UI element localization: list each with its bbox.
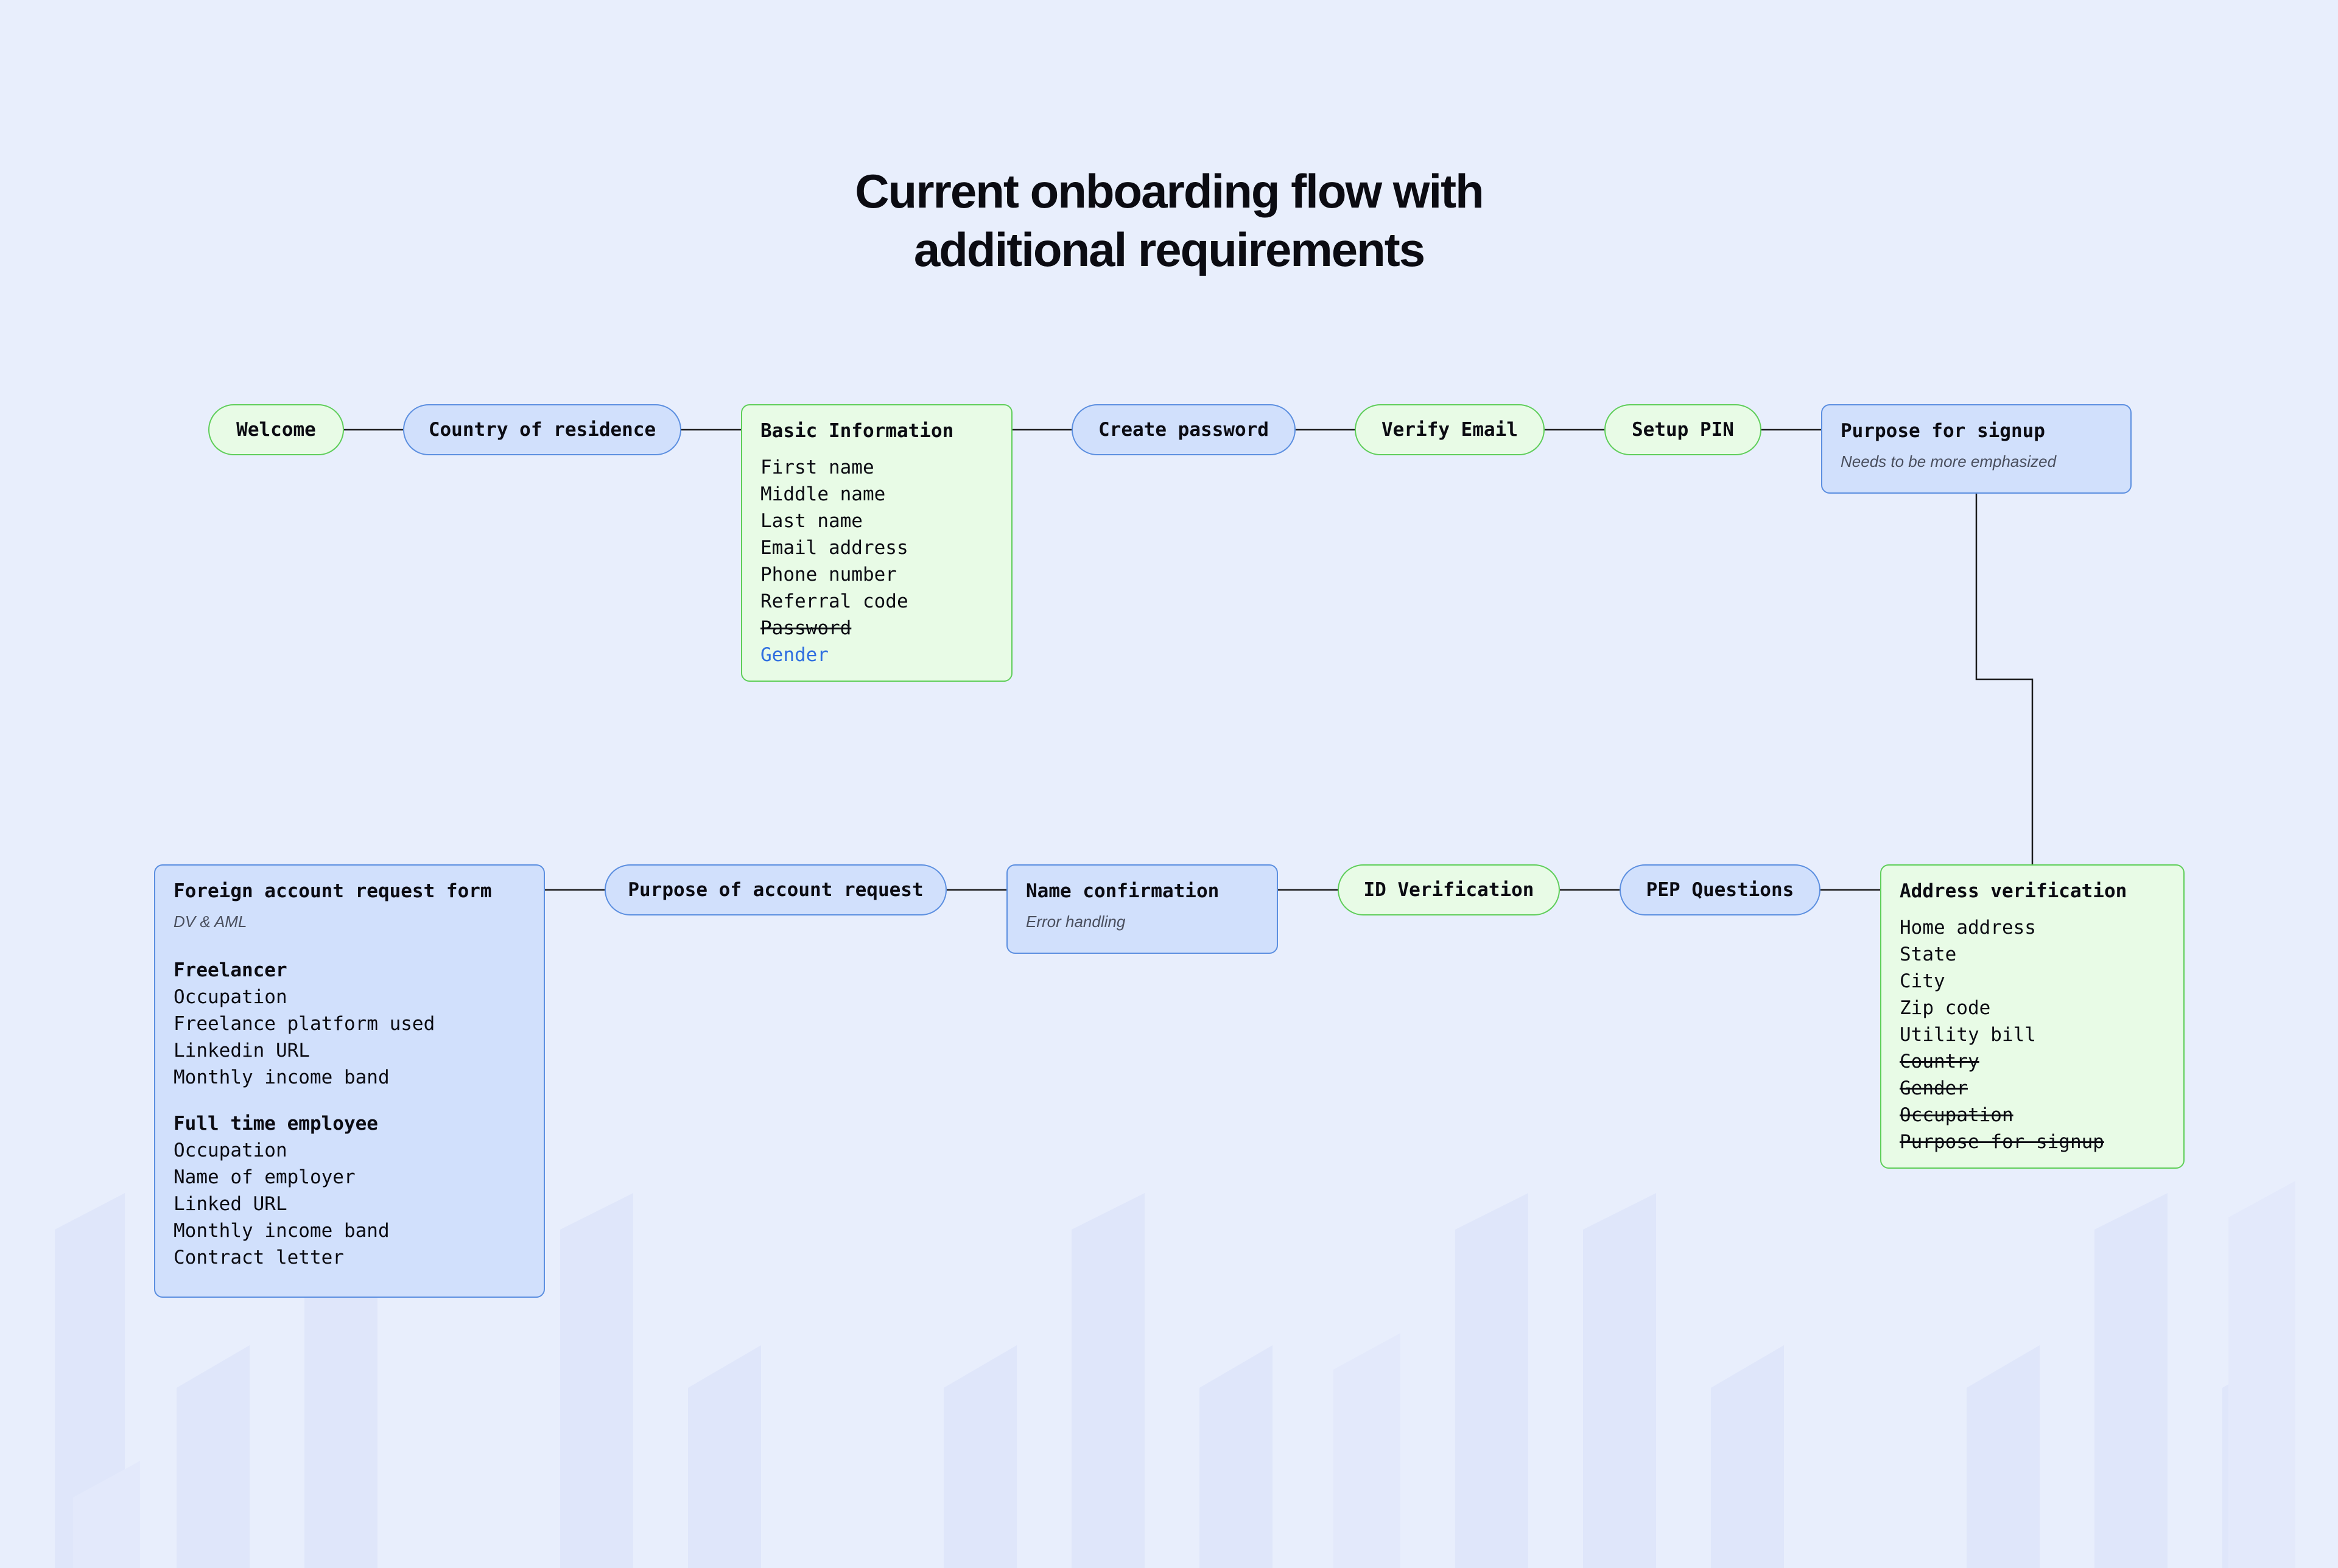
address-item: State <box>1900 943 1957 965</box>
address-verification-title: Address verification <box>1900 880 2127 902</box>
node-pep-questions-label: PEP Questions <box>1646 879 1794 901</box>
basic-info-item: Referral code <box>760 590 908 612</box>
node-foreign-account-request-form[interactable]: Foreign account request form DV & AML Fr… <box>154 864 545 1298</box>
node-country-label: Country of residence <box>428 419 656 441</box>
node-welcome-label: Welcome <box>236 419 316 441</box>
node-basic-information[interactable]: Basic Information First name Middle name… <box>741 404 1013 682</box>
node-country-of-residence[interactable]: Country of residence <box>403 404 681 455</box>
address-item: Utility bill <box>1900 1024 2036 1046</box>
address-item: City <box>1900 970 1945 992</box>
node-name-confirmation[interactable]: Name confirmation Error handling <box>1006 864 1278 954</box>
name-confirmation-title: Name confirmation <box>1026 880 1220 902</box>
freelancer-item: Occupation <box>174 986 287 1008</box>
basic-info-item: Last name <box>760 510 863 532</box>
employee-item: Linked URL <box>174 1193 287 1215</box>
address-item: Zip code <box>1900 997 1991 1019</box>
name-confirmation-note: Error handling <box>1026 912 1126 931</box>
node-purpose-account-label: Purpose of account request <box>628 879 924 901</box>
basic-info-item: Phone number <box>760 564 897 586</box>
basic-info-item: First name <box>760 457 874 478</box>
node-setup-pin[interactable]: Setup PIN <box>1604 404 1761 455</box>
address-removed-item: Country <box>1900 1051 1979 1073</box>
purpose-signup-note: Needs to be more emphasized <box>1841 452 2057 471</box>
node-id-verification[interactable]: ID Verification <box>1338 864 1560 915</box>
node-verify-email-label: Verify Email <box>1381 419 1518 441</box>
employee-item: Occupation <box>174 1139 287 1161</box>
employee-item: Name of employer <box>174 1166 356 1188</box>
foreign-form-title: Foreign account request form <box>174 880 492 902</box>
basic-info-title: Basic Information <box>760 420 954 442</box>
freelancer-item: Freelance platform used <box>174 1013 435 1035</box>
employee-item: Contract letter <box>174 1247 344 1269</box>
node-purpose-of-account-request[interactable]: Purpose of account request <box>605 864 947 915</box>
diagram-title-line-2: additional requirements <box>913 223 1425 276</box>
basic-info-added-item: Gender <box>760 644 829 666</box>
diagram-title-line-1: Current onboarding flow with <box>855 164 1484 218</box>
basic-info-item: Email address <box>760 537 908 559</box>
node-create-password[interactable]: Create password <box>1072 404 1296 455</box>
basic-info-item: Middle name <box>760 483 886 505</box>
foreign-form-note: DV & AML <box>174 912 247 931</box>
freelancer-heading: Freelancer <box>174 959 287 981</box>
address-removed-item: Purpose for signup <box>1900 1131 2104 1153</box>
purpose-signup-title: Purpose for signup <box>1841 420 2045 442</box>
node-verify-email[interactable]: Verify Email <box>1355 404 1545 455</box>
employee-item: Monthly income band <box>174 1220 390 1242</box>
node-address-verification[interactable]: Address verification Home address State … <box>1880 864 2185 1169</box>
node-welcome[interactable]: Welcome <box>208 404 344 455</box>
employee-heading: Full time employee <box>174 1113 378 1135</box>
freelancer-item: Monthly income band <box>174 1066 390 1088</box>
address-removed-item: Gender <box>1900 1077 1968 1099</box>
node-create-password-label: Create password <box>1098 419 1269 441</box>
node-setup-pin-label: Setup PIN <box>1632 419 1734 441</box>
address-item: Home address <box>1900 917 2036 939</box>
basic-info-removed-item: Password <box>760 617 852 639</box>
node-pep-questions[interactable]: PEP Questions <box>1620 864 1820 915</box>
diagram-title: Current onboarding flow with additional … <box>621 162 1717 279</box>
node-id-verification-label: ID Verification <box>1363 879 1534 901</box>
freelancer-item: Linkedin URL <box>174 1040 310 1062</box>
node-purpose-for-signup[interactable]: Purpose for signup Needs to be more emph… <box>1821 404 2132 494</box>
address-removed-item: Occupation <box>1900 1104 2013 1126</box>
